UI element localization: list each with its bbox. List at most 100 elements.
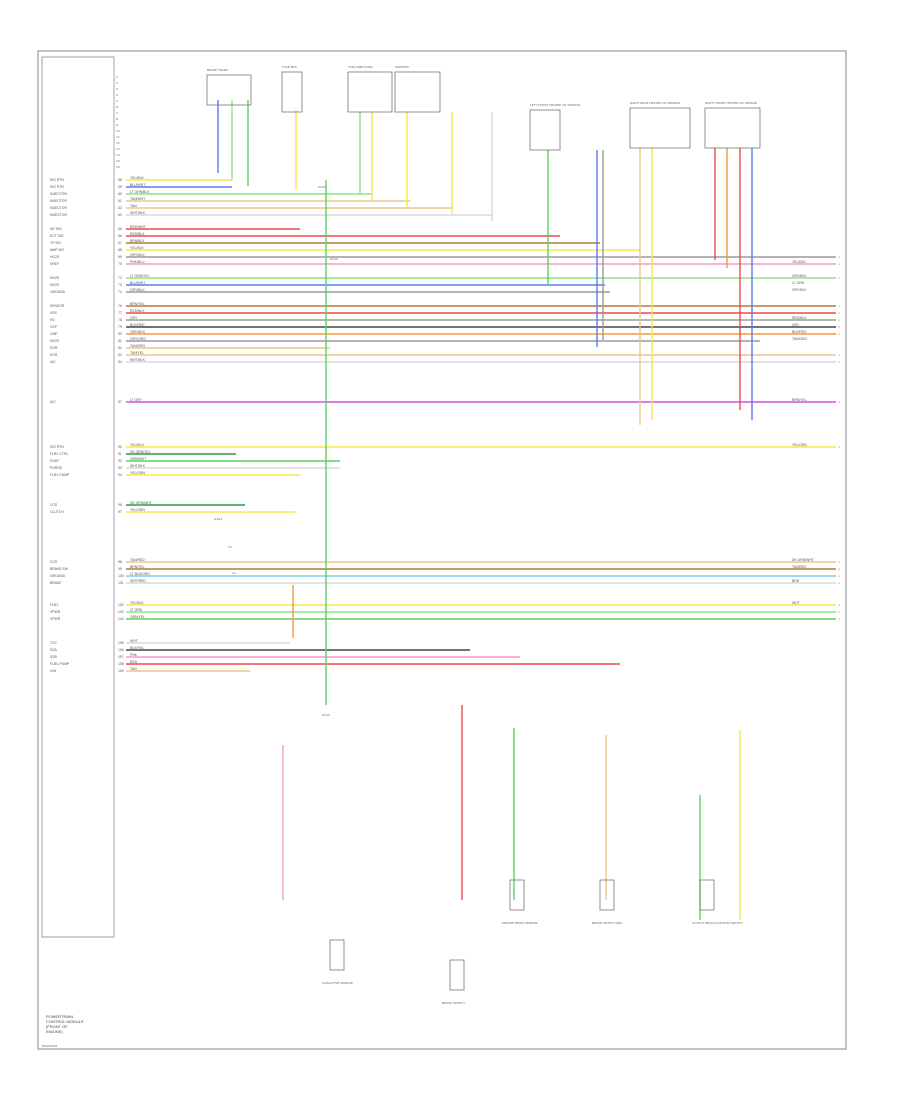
right-wire-label: GRY/BLK bbox=[792, 274, 807, 278]
right-wire-label: BRN/YEL bbox=[792, 398, 807, 402]
pcm-pin-label: VPWR bbox=[50, 617, 61, 621]
pcm-pin-wire: RED/WHT bbox=[130, 225, 146, 229]
pcm-pin-label: CMP bbox=[50, 332, 58, 336]
pcm-pin-label: EVAP bbox=[50, 459, 60, 463]
pcm-pin-wire: BLK/YEL bbox=[130, 646, 144, 650]
right-wire-label: RED/BLK bbox=[792, 316, 807, 320]
pcm-pin-number: 99 bbox=[118, 567, 122, 571]
pcm-pin-number: 101 bbox=[118, 581, 124, 585]
wire-continuation-marker: > bbox=[838, 567, 841, 571]
pcm-pin-number: 97 bbox=[118, 510, 122, 514]
pcm-pin-wire: TAN bbox=[130, 667, 137, 671]
component-box bbox=[629, 107, 691, 149]
pcm-pin-number: 93 bbox=[118, 466, 122, 470]
pcm-pin-wire: PNK bbox=[130, 653, 138, 657]
component-box bbox=[281, 71, 303, 113]
pcm-pin-label: HO2S bbox=[50, 255, 60, 259]
wire-continuation-marker: > bbox=[838, 574, 841, 578]
pcm-pin-number: 65 bbox=[118, 227, 122, 231]
pcm-pin-number: 63 bbox=[118, 213, 122, 217]
splice-note: G104 bbox=[214, 517, 222, 521]
component-label: BRAKE TRANS bbox=[207, 68, 228, 72]
pcm-pin-wire: BLK/RED bbox=[130, 323, 145, 327]
wire-continuation-marker: > bbox=[838, 610, 841, 614]
component-label: BRAKE SWITCH bbox=[442, 1001, 465, 1005]
pcm-pin-number: 102 bbox=[118, 603, 124, 607]
pcm-pin-number: 70 bbox=[118, 262, 122, 266]
pin-number: 13 bbox=[116, 147, 120, 151]
pcm-pin-wire: BLU/WHT bbox=[130, 281, 145, 285]
pcm-pin-wire: WHT/BLK bbox=[130, 358, 146, 362]
pcm-pin-label: FUEL CTRL bbox=[50, 452, 68, 456]
component-b5: CLUTCH PEDAL POSITION SWITCH bbox=[692, 879, 742, 925]
wire-continuation-marker: > bbox=[838, 445, 841, 449]
pcm-pin-number: 108 bbox=[118, 662, 124, 666]
right-wire-label: GRY bbox=[792, 323, 800, 327]
pcm-pin-wire: RED/BLK bbox=[130, 232, 145, 236]
pcm-pin-label: ECT SIG bbox=[50, 234, 64, 238]
pcm-pin-wire: TAN/YEL bbox=[130, 351, 144, 355]
component-b1: CAPACITIVE SENSOR bbox=[322, 939, 353, 985]
pcm-pin-number: 103 bbox=[118, 610, 124, 614]
pcm-pin-label: INJECTOR bbox=[50, 199, 67, 203]
pcm-pin-label: INJECTOR bbox=[50, 213, 67, 217]
pcm-pin-number: 98 bbox=[118, 560, 122, 564]
pcm-pin-wire: LT GRN/YEL bbox=[130, 274, 150, 278]
wire-continuation-marker: > bbox=[838, 617, 841, 621]
pcm-pin-number: 68 bbox=[118, 248, 122, 252]
pcm-pin-wire: YEL/BLK bbox=[130, 176, 144, 180]
pcm-pin-number: 92 bbox=[118, 459, 122, 463]
component-box bbox=[206, 74, 252, 106]
pcm-pin-label: BRAKE bbox=[50, 581, 62, 585]
wire-continuation-marker: > bbox=[838, 276, 841, 280]
pin-number: 2 bbox=[116, 81, 118, 85]
component-c6: RIGHT REAR HEATED O2 SENSOR bbox=[629, 101, 691, 149]
pin-number: 5 bbox=[116, 99, 118, 103]
pcm-pin-number: 80 bbox=[118, 332, 122, 336]
pcm-pin-wire: YEL/BLU bbox=[130, 443, 144, 447]
pcm-pin-number: 67 bbox=[118, 241, 122, 245]
right-wire-label: WHT bbox=[792, 601, 800, 605]
pcm-pin-wire: DK GRN/YEL bbox=[130, 450, 151, 454]
splice-note: C1 bbox=[228, 545, 232, 549]
pcm-pin-number: 58 bbox=[118, 178, 122, 182]
right-wire-label: DK GRN/WHT bbox=[792, 558, 814, 562]
pcm-pin-number: 84 bbox=[118, 360, 122, 364]
right-wire-label: BLK/RED bbox=[792, 330, 807, 334]
pcm-pin-number: 105 bbox=[118, 641, 124, 645]
pcm-pin-label: HO2S bbox=[50, 283, 60, 287]
pcm-pin-label: VPWR bbox=[50, 610, 61, 614]
pcm-pin-label: IAC bbox=[50, 360, 56, 364]
pin-number: 15 bbox=[116, 159, 120, 163]
pcm-pin-wire: LT BLU/ORG bbox=[130, 572, 150, 576]
wire-continuation-marker: > bbox=[838, 304, 841, 308]
pcm-pin-label: TCC bbox=[50, 641, 58, 645]
wire-continuation-marker: > bbox=[838, 318, 841, 322]
splice-note: C2 bbox=[232, 571, 236, 575]
pcm-pin-number: 91 bbox=[118, 452, 122, 456]
component-b4: BRAKE SWITCH (NO) bbox=[592, 879, 623, 925]
pcm-pin-number: 79 bbox=[118, 325, 122, 329]
splice-note: S102 bbox=[330, 257, 338, 261]
pin-number: 11 bbox=[116, 135, 120, 139]
pin-number: 1 bbox=[116, 75, 118, 79]
wire-continuation-marker: > bbox=[838, 360, 841, 364]
pcm-pin-number: 61 bbox=[118, 199, 122, 203]
pcm-pin-label: VSS bbox=[50, 311, 58, 315]
wire-continuation-marker: > bbox=[838, 332, 841, 336]
component-label: ENGINE SPEED SENSOR bbox=[502, 921, 538, 925]
pcm-label-line: POWERTRAIN bbox=[46, 1014, 73, 1019]
pcm-pin-wire: BLU/WHT bbox=[130, 183, 145, 187]
pcm-pin-number: 73 bbox=[118, 283, 122, 287]
pcm-pin-wire: WHT/RED bbox=[130, 579, 146, 583]
pcm-label-line: (FRONT OF bbox=[46, 1024, 68, 1029]
pcm-pin-number: 78 bbox=[118, 318, 122, 322]
wire-continuation-marker: > bbox=[838, 581, 841, 585]
pcm-pin-number: 83 bbox=[118, 353, 122, 357]
component-b3: ENGINE SPEED SENSOR bbox=[502, 879, 538, 925]
pcm-pin-number: 81 bbox=[118, 339, 122, 343]
component-box bbox=[329, 939, 345, 971]
component-c5: LEFT FRONT HEATED O2 SENSOR bbox=[529, 103, 580, 151]
pcm-pin-wire: GRY bbox=[130, 316, 138, 320]
pcm-pin-label: FUEL PUMP bbox=[50, 662, 70, 666]
